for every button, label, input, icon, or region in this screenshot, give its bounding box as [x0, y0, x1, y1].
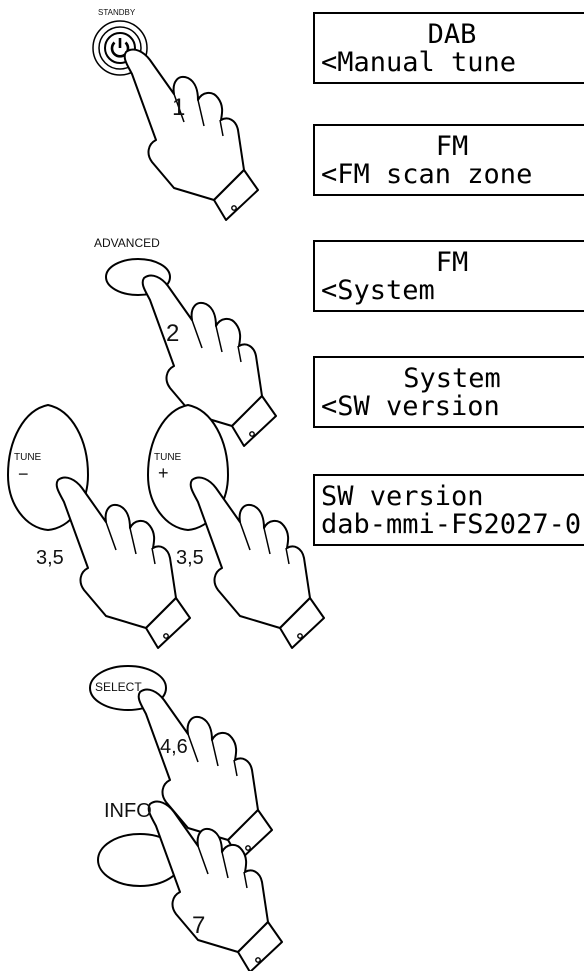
lcd-line-1: DAB — [427, 19, 477, 50]
lcd-line-2: <Manual tune — [321, 47, 517, 78]
lcd-line-2: dab-mmi-FS2027-0 — [321, 509, 582, 540]
lcd-line-1: FM — [435, 247, 469, 278]
step-number-select: 4,6 — [160, 736, 188, 758]
lcd-display-4: System <SW version — [313, 356, 584, 428]
hand-icon — [189, 476, 325, 649]
lcd-line-1: FM — [435, 131, 469, 162]
lcd-line-2: <FM scan zone — [321, 159, 533, 190]
minus-icon: − — [18, 464, 29, 484]
lcd-line-1: System — [403, 363, 501, 394]
lcd-display-3: FM <System — [313, 240, 584, 312]
tune-plus-label: TUNE — [154, 452, 182, 463]
lcd-display-2: FM <FM scan zone — [313, 124, 584, 196]
hand-icon — [123, 48, 259, 221]
lcd-line-1: SW version — [321, 481, 484, 512]
standby-label: STANDBY — [98, 8, 136, 17]
plus-icon: + — [158, 463, 169, 483]
lcd-display-5: SW version dab-mmi-FS2027-0 — [313, 474, 584, 546]
step-number-tune-minus: 3,5 — [36, 547, 64, 569]
power-icon — [110, 38, 130, 58]
step-number-info: 7 — [192, 912, 206, 939]
lcd-line-2: <SW version — [321, 391, 500, 422]
advanced-label: ADVANCED — [94, 236, 160, 250]
step-number-tune-plus: 3,5 — [176, 547, 204, 569]
step-number-standby: 1 — [172, 94, 186, 121]
lcd-line-2: <System — [321, 275, 435, 306]
step-number-advanced: 2 — [166, 320, 180, 347]
info-label: INFO — [104, 800, 152, 822]
lcd-display-1: DAB <Manual tune — [313, 12, 584, 84]
select-label: SELECT — [95, 680, 142, 694]
tune-minus-label: TUNE — [14, 452, 42, 463]
